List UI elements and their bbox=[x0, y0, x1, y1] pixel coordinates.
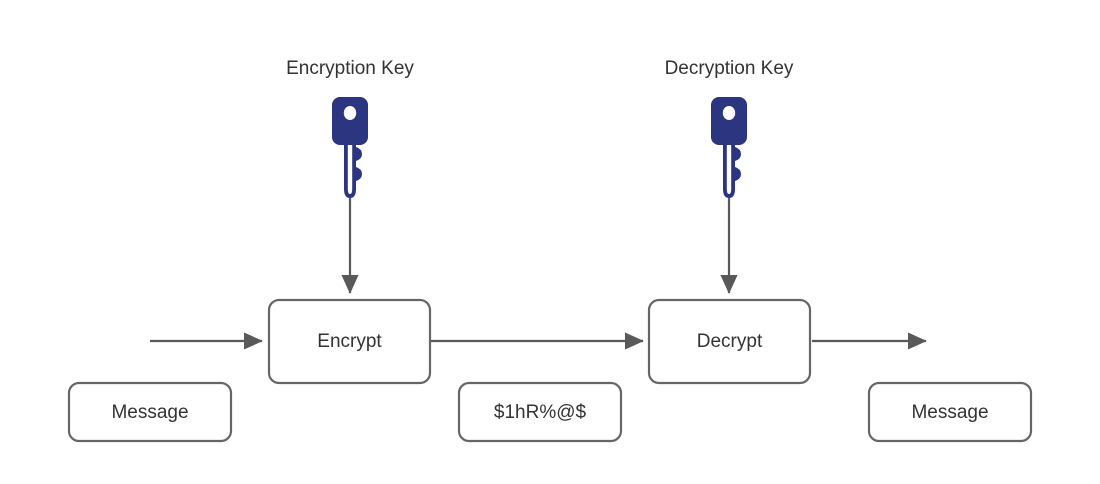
box-encrypt bbox=[267, 298, 432, 385]
encrypt-label: Encrypt bbox=[317, 331, 382, 352]
encryption-key-label: Encryption Key bbox=[286, 58, 414, 79]
box-ciphertext bbox=[457, 381, 623, 443]
box-message-in bbox=[67, 381, 233, 443]
message-out-label: Message bbox=[911, 402, 989, 423]
encryption-key-icon bbox=[332, 97, 368, 198]
ciphertext-label: $1hR%@$ bbox=[493, 402, 587, 423]
box-decrypt bbox=[647, 298, 812, 385]
box-message-out bbox=[867, 381, 1033, 443]
message-in-label: Message bbox=[111, 402, 189, 423]
decryption-key-icon bbox=[711, 97, 747, 198]
decryption-key-label: Decryption Key bbox=[664, 58, 794, 79]
decrypt-label: Decrypt bbox=[696, 331, 763, 352]
